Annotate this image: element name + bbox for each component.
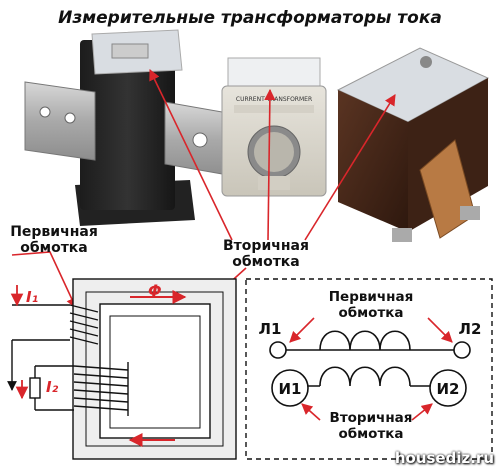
label-secondary-winding-right: Вторичная обмотка (329, 410, 413, 442)
terminal-i1-circle (271, 369, 309, 407)
label-i1: I₁ (26, 288, 38, 306)
dashed-box (245, 278, 493, 460)
schematic-symbol (245, 278, 493, 460)
terminal-l2-circle (453, 341, 471, 359)
pointer-secondary-to-ct3 (304, 94, 396, 241)
label-l2: Л2 (459, 320, 482, 338)
ct-body-black (80, 40, 175, 210)
schematic-core (7, 278, 237, 460)
label-i1-terminal: И1 (279, 380, 302, 398)
coil-primary-humps (319, 330, 411, 351)
core-mid (85, 291, 224, 447)
watermark: housediz.ru (394, 449, 494, 467)
figure-title: Измерительные трансформаторы тока (58, 8, 442, 28)
label-l1: Л1 (259, 320, 282, 338)
label-i2-terminal: И2 (437, 380, 460, 398)
pointer-secondary-to-ct1 (149, 68, 233, 241)
ct-nameplate-text: CURRENT TRANSFORMER (236, 96, 312, 103)
load-resistor (29, 377, 41, 399)
label-secondary-winding-center: Вторичная обмотка (223, 238, 309, 270)
busbar-left (24, 81, 96, 161)
ct-body-brown-front (338, 90, 408, 232)
core-inner (99, 303, 211, 439)
terminal-l1-circle (269, 341, 287, 359)
pointer-primary-left (11, 251, 77, 310)
ct-clear-cap (227, 57, 321, 89)
label-primary-winding-left: Первичная обмотка (10, 224, 98, 256)
label-flux: Φ (148, 281, 162, 300)
terminal-i2-circle (429, 369, 467, 407)
label-primary-winding-right: Первичная обмотка (328, 289, 414, 321)
pointer-secondary-to-ct2 (264, 88, 276, 241)
secondary-coil (73, 362, 129, 416)
ct-photo-round-window: CURRENT TRANSFORMER (221, 57, 327, 197)
primary-coil (69, 304, 99, 345)
ct-photo-brown (336, 47, 490, 242)
label-i2: I₂ (46, 378, 59, 396)
ct-photo-busbar (24, 29, 246, 226)
